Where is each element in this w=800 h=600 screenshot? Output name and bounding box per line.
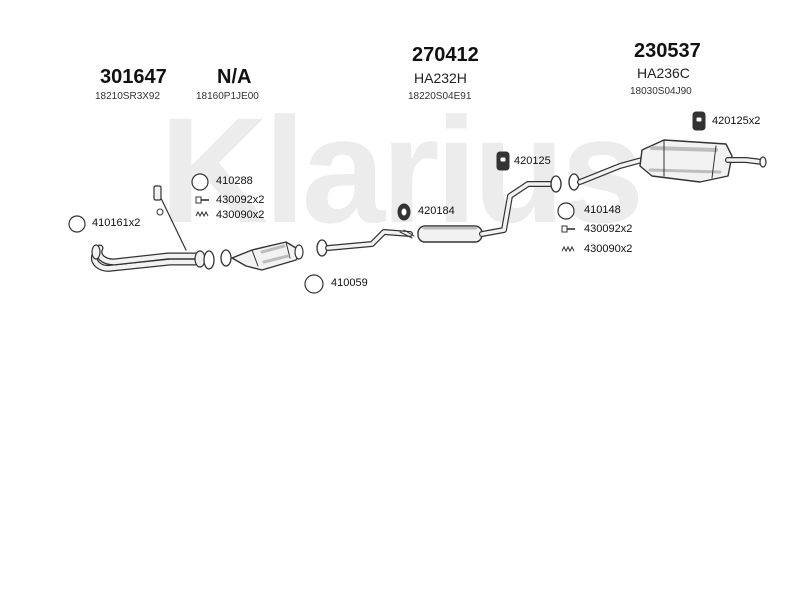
group-na-oe-code: 18160P1JE00 bbox=[196, 91, 259, 102]
group-301647-number: 301647 bbox=[100, 66, 167, 88]
part-label-410148: 410148 bbox=[584, 204, 621, 216]
group-270412-oe-code: 18220S04E91 bbox=[408, 91, 472, 102]
flange-ring-2 bbox=[220, 249, 232, 267]
part-label-410288: 410288 bbox=[216, 175, 253, 187]
rubber-mount-icon bbox=[397, 203, 411, 221]
rubber-hanger-icon bbox=[496, 151, 510, 171]
group-301647-oe-code: 18210SR3X92 bbox=[95, 91, 161, 102]
group-230537-number: 230537 bbox=[634, 40, 701, 62]
part-label-430090-right: 430090x2 bbox=[584, 243, 633, 255]
part-label-430092-right: 430092x2 bbox=[584, 223, 633, 235]
lambda-sensor bbox=[153, 185, 187, 251]
flange-ring-4 bbox=[550, 175, 562, 193]
bolt-icon bbox=[195, 196, 209, 204]
group-230537-ref-code: HA236C bbox=[637, 65, 690, 81]
part-label-420125: 420125 bbox=[514, 155, 551, 167]
centre-pipe bbox=[325, 181, 553, 251]
group-230537-oe-code: 18030S04J90 bbox=[630, 86, 692, 97]
ring-icon bbox=[68, 215, 86, 233]
group-270412-ref-code: HA232H bbox=[414, 70, 467, 86]
part-label-410059: 410059 bbox=[331, 277, 368, 289]
group-na-number: N/A bbox=[217, 66, 252, 88]
part-label-420184: 420184 bbox=[418, 205, 455, 217]
group-270412-number: 270412 bbox=[412, 44, 479, 66]
ring-icon bbox=[304, 274, 324, 294]
rear-silencer bbox=[577, 139, 767, 185]
catalytic-converter bbox=[231, 241, 304, 271]
part-label-430090-left: 430090x2 bbox=[216, 209, 265, 221]
bolt-icon bbox=[561, 225, 575, 233]
part-label-430092-left: 430092x2 bbox=[216, 194, 265, 206]
spring-icon bbox=[195, 210, 209, 218]
spring-icon bbox=[561, 245, 575, 253]
part-label-410161: 410161x2 bbox=[92, 217, 141, 229]
ring-icon bbox=[191, 173, 209, 191]
front-pipe bbox=[90, 244, 206, 272]
part-label-420125x2: 420125x2 bbox=[712, 115, 761, 127]
ring-icon bbox=[557, 202, 575, 220]
flange-ring-1 bbox=[203, 250, 215, 270]
rubber-hanger-icon bbox=[692, 111, 706, 131]
